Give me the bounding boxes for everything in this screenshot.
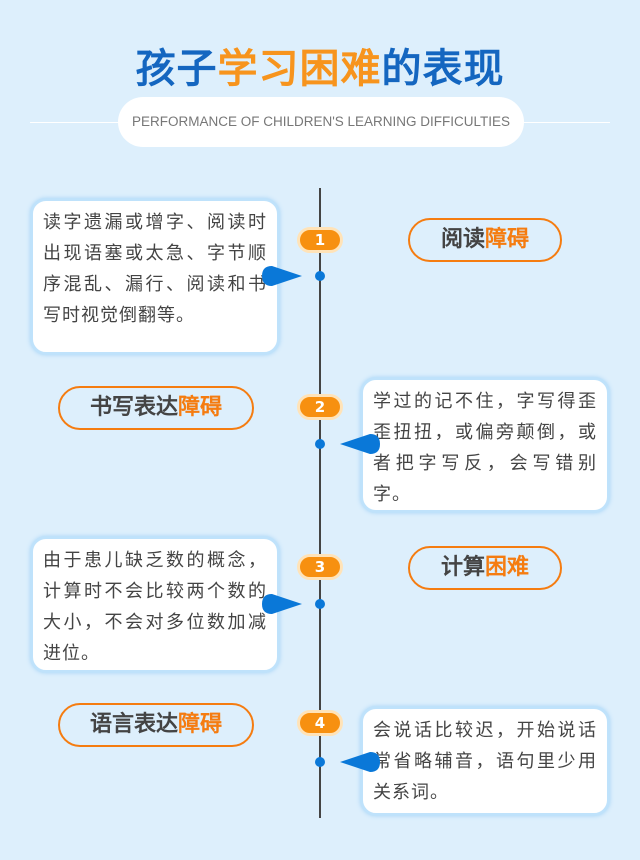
step-badge-1: 1 [297, 227, 343, 253]
label-pill-1: 阅读障碍 [408, 218, 562, 262]
pointer-icon [340, 752, 380, 772]
description-box-3: 由于患儿缺乏数的概念，计算时不会比较两个数的大小，不会对多位数加减进位。 [30, 536, 280, 673]
pointer-icon [262, 266, 302, 286]
subtitle: PERFORMANCE OF CHILDREN'S LEARNING DIFFI… [118, 97, 524, 147]
description-box-4: 会说话比较迟，开始说话常省略辅音，语句里少用关系词。 [360, 706, 610, 816]
page-title: 孩子学习困难的表现 [135, 46, 505, 92]
label-pill-2: 书写表达障碍 [58, 386, 254, 430]
step-badge-3: 3 [297, 554, 343, 580]
timeline-dot [315, 271, 325, 281]
timeline-dot [315, 439, 325, 449]
pointer-icon [340, 434, 380, 454]
timeline-line [319, 188, 321, 818]
divider [30, 122, 130, 123]
step-badge-2: 2 [297, 394, 343, 420]
pointer-icon [262, 594, 302, 614]
timeline-dot [315, 757, 325, 767]
description-box-1: 读字遗漏或增字、阅读时出现语塞或太急、字节顺序混乱、漏行、阅读和书写时视觉倒翻等… [30, 198, 280, 355]
step-badge-4: 4 [297, 710, 343, 736]
divider [510, 122, 610, 123]
label-pill-3: 计算困难 [408, 546, 562, 590]
timeline-dot [315, 599, 325, 609]
description-box-2: 学过的记不住，字写得歪歪扭扭，或偏旁颠倒，或者把字写反，会写错别字。 [360, 377, 610, 513]
label-pill-4: 语言表达障碍 [58, 703, 254, 747]
